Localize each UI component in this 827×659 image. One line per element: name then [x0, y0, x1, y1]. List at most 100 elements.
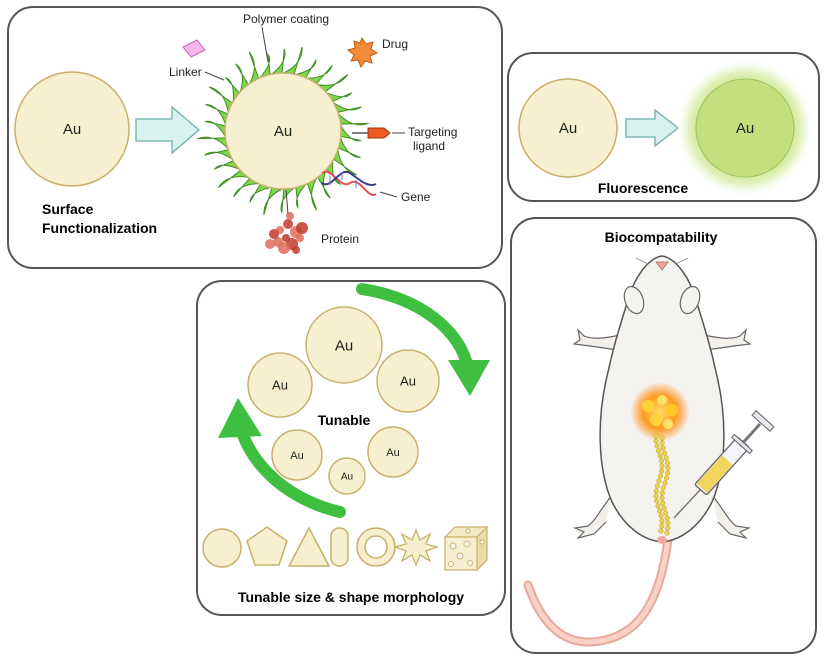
polymer-coating	[197, 47, 369, 215]
trail-dot	[658, 513, 664, 519]
protein-leader-line	[285, 189, 289, 215]
fluorescence-au-label-2: Au	[736, 120, 754, 137]
triangle-shape	[287, 526, 331, 567]
protein-blob-dot	[296, 222, 308, 234]
polymer-strand	[337, 112, 369, 126]
trail-dot	[663, 510, 669, 516]
syringe-icon	[673, 410, 775, 519]
tunable-au-particle	[328, 457, 366, 495]
polymer-strand	[282, 47, 303, 75]
trail-dot	[654, 483, 660, 489]
tunable-au-particle	[376, 349, 440, 413]
mouse-hind-leg-right	[711, 494, 752, 540]
trail-dot	[659, 440, 665, 446]
trail-dot	[659, 435, 665, 441]
polymer-strand	[203, 120, 226, 138]
trail-dot	[664, 515, 670, 521]
polymer-strand	[340, 124, 363, 142]
drug-label: Drug	[382, 37, 408, 51]
fluorescence-bare-particle: Au	[518, 78, 618, 178]
biocompatibility-title: Biocompatability	[605, 229, 718, 245]
tunable-au-label: Au	[290, 450, 303, 462]
trail-dot	[660, 500, 666, 506]
polymer-strand	[235, 63, 249, 94]
polymer-strand	[306, 177, 318, 211]
drug-icon	[346, 36, 379, 69]
trail-dot	[658, 458, 665, 464]
trail-dot	[660, 485, 666, 491]
polymer-strand	[224, 76, 240, 103]
trail-dot	[665, 470, 671, 476]
polymer-strand	[305, 65, 333, 85]
mouse-fore-leg-right	[703, 328, 752, 351]
trail-dot	[663, 455, 669, 461]
star-shape	[392, 528, 440, 567]
trail-dot	[659, 518, 665, 524]
trail-dot	[653, 438, 659, 444]
tunable-au-label: Au	[400, 374, 416, 389]
protein-blob-dot	[269, 229, 279, 239]
trail-dot	[664, 460, 671, 466]
polymer-strand	[204, 149, 234, 161]
trail-dot	[657, 473, 664, 479]
trail-dot	[654, 498, 660, 504]
targeting-ligand-label-2: ligand	[413, 139, 445, 153]
trail-dot	[665, 520, 671, 526]
trail-dot	[655, 448, 662, 454]
trail-dot	[665, 465, 671, 471]
polymer-strand	[280, 187, 296, 214]
coated-au-label: Au	[274, 123, 292, 140]
polymer-strand	[258, 52, 271, 79]
protein-blob-dot	[265, 239, 275, 249]
cycle-arrow-bottom	[218, 398, 346, 518]
tunable-center-label: Tunable	[318, 412, 371, 428]
protein-blob-dot	[278, 242, 290, 254]
polymer-strand	[197, 136, 229, 150]
protein-icon	[265, 189, 308, 254]
targeting-ligand-label-1: Targeting	[408, 125, 457, 139]
polymer-strand	[332, 101, 362, 113]
tunable-au-label: Au	[272, 378, 288, 393]
polymer-strand	[295, 183, 308, 210]
tunable-au-particle	[305, 306, 383, 384]
polymer-strand	[316, 74, 349, 93]
polymer-strand	[208, 86, 233, 115]
rod-shape	[330, 527, 349, 567]
shape-morphology-row	[202, 525, 489, 572]
fluorescence-title: Fluorescence	[598, 180, 688, 196]
polymer-coating-label: Polymer coating	[243, 12, 329, 26]
targeting-ligand-icon	[352, 127, 391, 139]
coated-gold-nanoparticle: Au	[197, 47, 369, 215]
polymer-strand	[233, 177, 261, 197]
trail-dot	[659, 468, 665, 474]
surface-title-line1: Surface	[42, 201, 94, 217]
tunable-au-label: Au	[335, 337, 353, 354]
polymer-strand	[270, 48, 286, 75]
nanoparticle-trail	[653, 433, 671, 536]
bare-au-label: Au	[63, 121, 81, 138]
sphere-shape	[202, 528, 242, 568]
polymer-strand	[317, 168, 331, 199]
polymer-strand	[213, 160, 241, 171]
tunable-au-particle	[367, 426, 419, 478]
trail-dot	[653, 493, 659, 499]
surface-title-line2: Functionalization	[42, 220, 157, 236]
protein-blob-dot	[296, 234, 304, 242]
trail-dot	[654, 443, 660, 449]
mouse-fore-leg-left	[572, 328, 621, 351]
tunable-au-particle	[271, 429, 323, 481]
mouse-illustration	[523, 255, 775, 647]
polymer-strand	[248, 51, 260, 85]
bare-gold-nanoparticle: Au	[14, 71, 130, 187]
fluorescence-au-label-1: Au	[559, 120, 577, 137]
protein-blob-dot	[292, 246, 300, 254]
trail-dot	[653, 488, 659, 494]
trail-dot	[660, 445, 666, 451]
trail-dot	[653, 433, 659, 439]
protein-label: Protein	[321, 232, 359, 246]
polymer-strand	[249, 183, 272, 204]
functionalization-arrow	[135, 105, 201, 155]
fluorescent-glowing-particle: Au	[675, 58, 815, 198]
